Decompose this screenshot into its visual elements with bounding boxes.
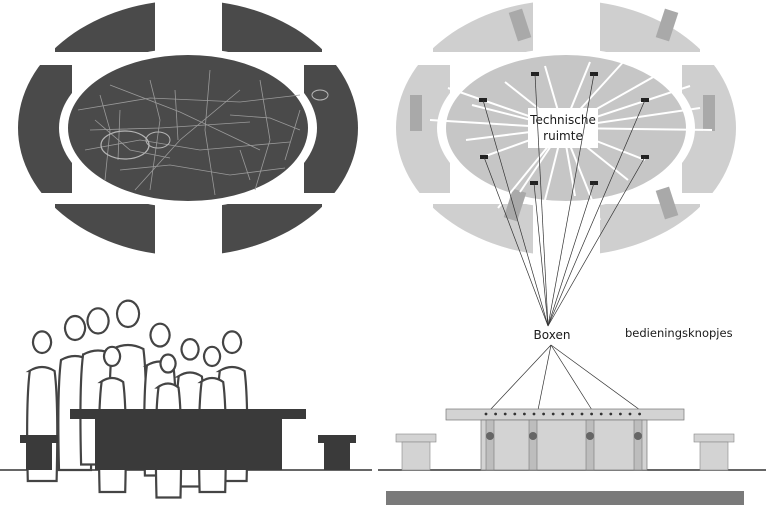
light-table-body (480, 419, 648, 471)
bench-right-leg-light (699, 441, 729, 471)
map-street-0 (77, 94, 301, 111)
map-street-2 (99, 94, 111, 181)
control-dot-3 (513, 412, 517, 416)
left-table-top (70, 409, 306, 419)
wire-bottom-0 (489, 344, 552, 411)
segment-inner-rects (410, 8, 715, 222)
table-slot-1 (528, 419, 538, 471)
map-village (311, 89, 329, 101)
boxen-label: Boxen (534, 328, 571, 342)
map-street-4 (204, 69, 216, 196)
control-dot-7 (551, 412, 555, 416)
left-bench-top (20, 435, 58, 443)
table-slot-3 (633, 419, 643, 471)
wire-top-0 (482, 99, 549, 327)
left-map-center (68, 55, 308, 201)
control-dot-5 (532, 412, 536, 416)
control-dot-8 (561, 412, 565, 416)
map-street-11 (229, 114, 301, 131)
city-map-icon (77, 69, 329, 196)
map-street-13 (117, 109, 121, 161)
wire-top-1 (534, 73, 549, 327)
right-elevation (378, 408, 766, 505)
technische-label-2: ruimte (543, 129, 583, 143)
ring-segment-1 (600, 0, 700, 52)
table-speaker-slots (485, 419, 643, 471)
table-speaker-1 (529, 432, 537, 440)
left-elevation (0, 299, 372, 499)
wire-bottom-3 (550, 344, 641, 411)
control-dot-13 (609, 412, 613, 416)
segment-rect-3 (655, 186, 679, 220)
ring-segment-4 (55, 204, 155, 256)
map-street-6 (119, 164, 286, 176)
wires-to-boxen (482, 73, 646, 327)
wires-to-table (489, 344, 641, 411)
map-street-10 (94, 119, 171, 159)
control-dot-15 (628, 412, 632, 416)
control-dot-2 (503, 412, 507, 416)
control-dot-16 (638, 412, 641, 416)
bench-right-top-light (693, 433, 735, 443)
right-plan-view: Technische ruimte (396, 0, 736, 256)
ring-segment-3 (222, 204, 322, 256)
left-bench-leg (26, 443, 52, 470)
table-speaker-2 (586, 432, 594, 440)
wire-top-2 (547, 73, 595, 327)
wire-top-6 (547, 182, 595, 327)
control-dot-0 (484, 412, 488, 416)
table-slot-2 (585, 419, 595, 471)
left-plan-view (18, 0, 358, 256)
segment-rect-5 (410, 95, 422, 131)
light-table-top (445, 408, 685, 421)
control-buttons-row (484, 412, 641, 416)
left-table-body (95, 419, 282, 470)
wire-bottom-1 (537, 344, 552, 411)
control-dot-6 (542, 412, 545, 416)
technische-label-1: Technische (529, 113, 596, 127)
ring-segment-3 (600, 204, 700, 256)
map-street-5 (254, 79, 271, 191)
table-speaker-0 (486, 432, 494, 440)
bottom-bar (386, 491, 744, 505)
segment-rect-4 (503, 188, 527, 222)
table-slot-0 (485, 419, 495, 471)
control-dot-14 (619, 412, 622, 416)
map-street-7 (89, 121, 251, 131)
control-dot-12 (599, 412, 603, 416)
right-bench-leg-dark (324, 443, 350, 470)
bench-left-top-light (395, 433, 437, 443)
wire-top-3 (547, 99, 646, 327)
segment-rect-1 (655, 8, 679, 42)
table-speaker-3 (634, 432, 642, 440)
control-dot-1 (494, 412, 497, 416)
control-dot-9 (571, 412, 574, 416)
segment-rect-2 (703, 95, 715, 131)
bench-left-leg-light (401, 441, 431, 471)
map-street-8 (109, 84, 261, 151)
ring-segment-1 (222, 0, 322, 52)
map-town-district (145, 131, 171, 149)
map-street-12 (174, 89, 179, 141)
map-street-15 (284, 109, 301, 161)
control-dot-4 (523, 412, 526, 416)
right-bench-top-dark (318, 435, 356, 443)
map-street-14 (239, 149, 251, 181)
ring-segment-0 (55, 0, 155, 52)
control-dot-10 (580, 412, 584, 416)
segment-rect-0 (508, 8, 532, 42)
bedieningsknopjes-label: bedieningsknopjes (625, 326, 733, 340)
wire-top-7 (547, 156, 646, 327)
wire-top-5 (533, 182, 549, 327)
wire-top-4 (483, 156, 549, 327)
map-street-9 (134, 89, 241, 191)
control-dot-11 (590, 412, 593, 416)
map-street-1 (84, 139, 291, 151)
wire-bottom-2 (550, 344, 593, 411)
